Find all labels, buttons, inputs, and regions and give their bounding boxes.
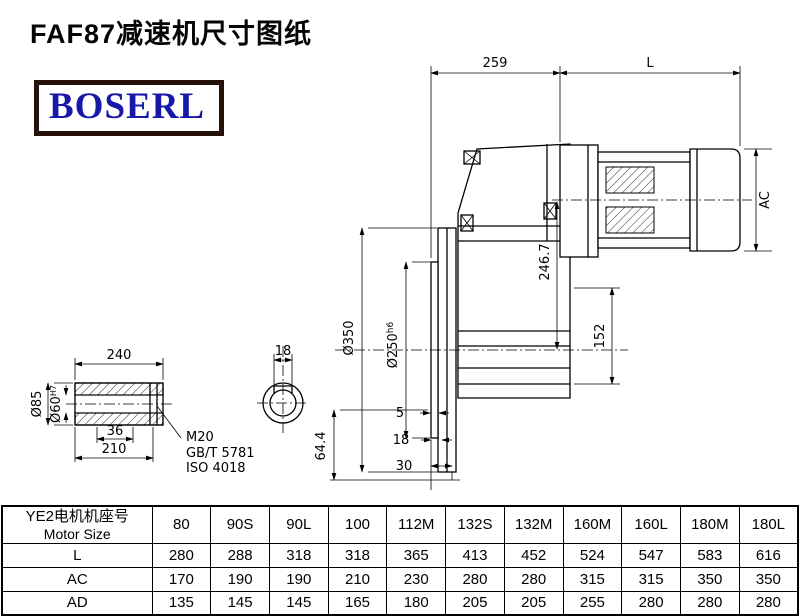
table-cell: 180 xyxy=(386,590,447,616)
table-cell: 350 xyxy=(679,566,740,592)
table-cell: 315 xyxy=(621,566,681,592)
size-header: 180M xyxy=(679,505,740,544)
label-iso-4018: ISO 4018 xyxy=(186,461,246,476)
size-header: 160M xyxy=(562,505,623,544)
dim-dia-250h6: Ø250h6 xyxy=(386,321,401,368)
dim-dia-350: Ø350 xyxy=(342,320,357,355)
dim-18-bottom: 18 xyxy=(393,433,410,448)
row-label: AC xyxy=(1,566,153,592)
bolt-icon xyxy=(460,214,474,232)
row-label: AD xyxy=(1,590,153,616)
table-cell: 205 xyxy=(503,590,564,616)
dim-dia-85: Ø85 xyxy=(30,391,45,418)
motor-size-header-cell: YE2电机机座号 Motor Size xyxy=(1,505,153,544)
dim-18-keyway: 18 xyxy=(275,344,292,359)
table-cell: 616 xyxy=(738,542,799,568)
size-header: 160L xyxy=(621,505,681,544)
top-dimensions: 259 L xyxy=(430,56,741,258)
table-cell: 190 xyxy=(268,566,329,592)
table-cell: 190 xyxy=(210,566,270,592)
size-header: 90S xyxy=(210,505,270,544)
row-label: L xyxy=(1,542,153,568)
table-cell: 135 xyxy=(151,590,212,616)
keyway-slot xyxy=(273,385,293,393)
output-flange-view xyxy=(335,227,628,473)
table-cell: 524 xyxy=(562,542,623,568)
motor-view xyxy=(552,144,752,258)
table-cell: 365 xyxy=(386,542,447,568)
table-cell: 280 xyxy=(151,542,212,568)
size-header: 80 xyxy=(151,505,212,544)
table-cell: 350 xyxy=(738,566,799,592)
table-cell: 413 xyxy=(445,542,505,568)
table-header-row: YE2电机机座号 Motor Size 80 90S 90L 100 112M … xyxy=(1,505,799,544)
table-cell: 280 xyxy=(679,590,740,616)
label-gbt-5781: GB/T 5781 xyxy=(186,446,255,461)
size-header: 100 xyxy=(327,505,388,544)
leader-line xyxy=(156,405,182,439)
table-cell: 145 xyxy=(210,590,270,616)
table-cell: 170 xyxy=(151,566,212,592)
drawing-title: FAF87减速机尺寸图纸 xyxy=(30,19,313,49)
table-cell: 318 xyxy=(268,542,329,568)
dim-L: L xyxy=(646,56,654,71)
table-cell: 165 xyxy=(327,590,388,616)
dim-30: 30 xyxy=(396,459,413,474)
flange-bottom-dimensions: 5 18 30 64.4 xyxy=(314,406,460,490)
table-row-L: L 280 288 318 318 365 413 452 524 547 58… xyxy=(1,542,799,568)
table-cell: 547 xyxy=(621,542,681,568)
dim-152: 152 xyxy=(593,324,608,349)
dim-259: 259 xyxy=(483,56,508,71)
dim-246-7: 246.7 xyxy=(538,243,553,280)
size-header: 90L xyxy=(268,505,329,544)
table-cell: 280 xyxy=(738,590,799,616)
ac-dimension: AC xyxy=(744,148,773,252)
boserl-logo-text: BOSERL xyxy=(49,86,206,127)
keyway-section-detail: 18 xyxy=(257,344,309,433)
table-row-AD: AD 135 145 145 165 180 205 205 255 280 2… xyxy=(1,590,799,616)
table-cell: 288 xyxy=(210,542,270,568)
dim-210: 210 xyxy=(102,442,127,457)
header-en: Motor Size xyxy=(43,525,111,542)
dim-5: 5 xyxy=(396,406,404,421)
size-header: 112M xyxy=(386,505,447,544)
table-cell: 210 xyxy=(327,566,388,592)
center-dimensions: 246.7 152 Ø350 Ø250h6 xyxy=(342,201,620,473)
table-cell: 280 xyxy=(503,566,564,592)
label-M20: M20 xyxy=(186,430,214,445)
table-row-AC: AC 170 190 190 210 230 280 280 315 315 3… xyxy=(1,566,799,592)
hollow-shaft-detail: 240 Ø85 Ø60H7 36 210 M20 GB/T 5781 ISO 4… xyxy=(30,348,255,476)
table-cell: 583 xyxy=(679,542,740,568)
dimension-drawing: 259 L AC 246.7 152 Ø350 Ø250h6 5 xyxy=(30,56,773,490)
size-header: 180L xyxy=(738,505,799,544)
table-cell: 230 xyxy=(386,566,447,592)
table-cell: 318 xyxy=(327,542,388,568)
size-header: 132M xyxy=(503,505,564,544)
dim-240: 240 xyxy=(107,348,132,363)
motor-size-table: YE2电机机座号 Motor Size 80 90S 90L 100 112M … xyxy=(1,505,799,616)
table-cell: 315 xyxy=(562,566,623,592)
table-cell: 255 xyxy=(562,590,623,616)
table-cell: 280 xyxy=(445,566,505,592)
table-cell: 205 xyxy=(445,590,505,616)
dim-AC: AC xyxy=(758,191,773,209)
table-cell: 452 xyxy=(503,542,564,568)
reducer-housing-view xyxy=(457,143,571,399)
dim-64-4: 64.4 xyxy=(314,432,329,461)
boserl-logo: BOSERL xyxy=(34,80,225,136)
dim-36: 36 xyxy=(107,424,124,439)
table-cell: 145 xyxy=(268,590,329,616)
dim-dia-60H7: Ø60H7 xyxy=(49,385,64,423)
size-header: 132S xyxy=(445,505,505,544)
bolt-icon xyxy=(463,150,481,165)
header-cn: YE2电机机座号 xyxy=(25,507,129,525)
table-cell: 280 xyxy=(621,590,681,616)
